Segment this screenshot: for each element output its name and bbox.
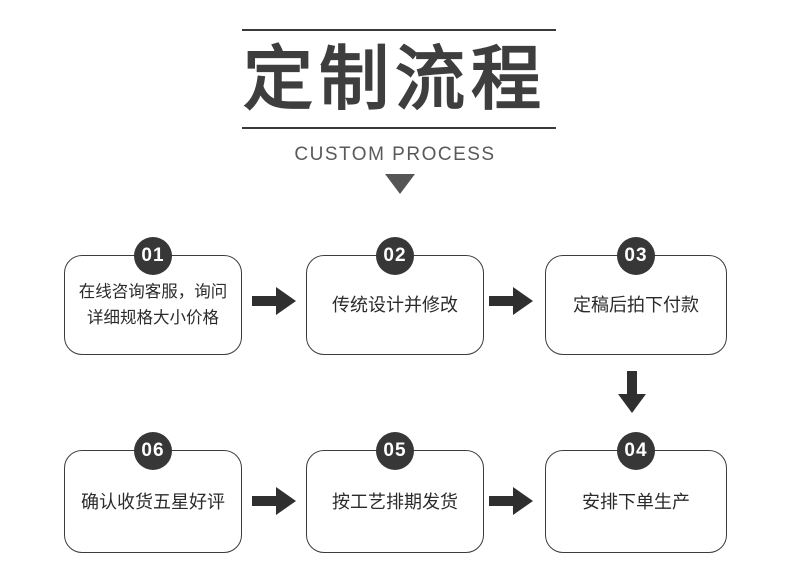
arrow-right-icon bbox=[252, 487, 296, 515]
step-text: 在线咨询客服，询问 详细规格大小价格 bbox=[78, 283, 228, 327]
step-box-03: 03 定稿后拍下付款 bbox=[545, 237, 727, 355]
step-box-05: 05 按工艺排期发货 bbox=[306, 432, 484, 553]
step-box-01: 01 在线咨询客服，询问 详细规格大小价格 bbox=[64, 237, 242, 355]
step-text: 按工艺排期发货 bbox=[332, 491, 458, 512]
step-number-badge: 02 bbox=[376, 237, 414, 275]
arrow-right-icon bbox=[252, 287, 296, 315]
step-number-badge: 01 bbox=[134, 237, 172, 275]
step-text: 定稿后拍下付款 bbox=[573, 295, 699, 315]
step-text: 传统设计并修改 bbox=[332, 295, 458, 315]
step-box-02: 02 传统设计并修改 bbox=[306, 237, 484, 355]
arrow-down-icon bbox=[618, 371, 646, 413]
title-top-rule bbox=[242, 29, 556, 31]
step-number-badge: 04 bbox=[617, 432, 655, 470]
step-box-06: 06 确认收货五星好评 bbox=[64, 432, 242, 553]
arrow-right-icon bbox=[489, 487, 533, 515]
page-subtitle: CUSTOM PROCESS bbox=[294, 144, 496, 165]
page-title: 定制流程 bbox=[243, 40, 547, 118]
step-number-badge: 03 bbox=[617, 237, 655, 275]
arrow-right-icon bbox=[489, 287, 533, 315]
step-number-badge: 06 bbox=[134, 432, 172, 470]
triangle-down-icon bbox=[385, 174, 415, 194]
title-bottom-rule bbox=[242, 127, 556, 129]
step-number-badge: 05 bbox=[376, 432, 414, 470]
step-text: 安排下单生产 bbox=[582, 491, 690, 512]
step-box-04: 04 安排下单生产 bbox=[545, 432, 727, 553]
step-text: 确认收货五星好评 bbox=[81, 491, 225, 512]
